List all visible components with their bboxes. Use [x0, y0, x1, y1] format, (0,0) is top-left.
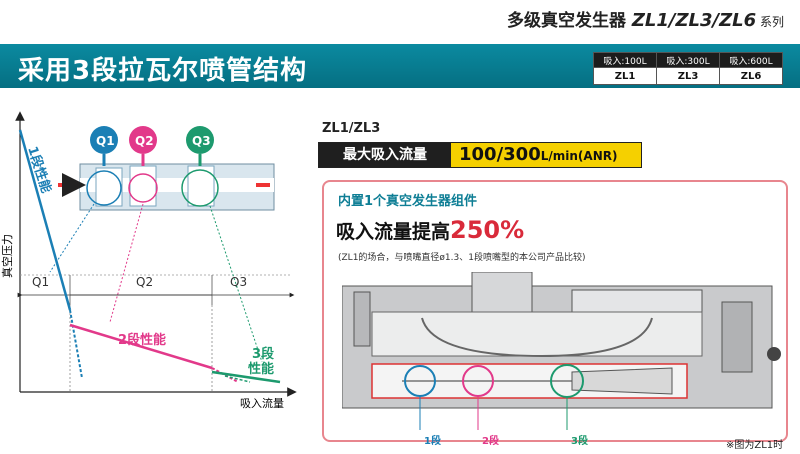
svg-text:Q2: Q2: [135, 134, 154, 148]
stage-label-3: 3段: [571, 434, 588, 447]
footnote: ※图为ZL1时: [726, 440, 784, 451]
q3-label: Q3: [230, 275, 247, 289]
model-name: ZL6: [719, 67, 783, 85]
headline-prefix: 吸入流量提高: [336, 221, 451, 243]
stage3-label: 3段: [252, 346, 274, 362]
max-flow-unit: L/min(ANR): [540, 149, 618, 163]
model-table: 吸入:100L 吸入:300L 吸入:600L ZL1 ZL3 ZL6: [593, 52, 783, 85]
max-flow-label: 最大吸入流量: [319, 143, 451, 167]
y-axis-label: 真空压力: [0, 234, 14, 278]
x-axis-label: 吸入流量: [240, 396, 284, 410]
stage-label-1: 1段: [424, 434, 441, 447]
model-name: ZL3: [656, 67, 720, 85]
series-title: 多级真空发生器 ZL1/ZL3/ZL6 系列: [506, 10, 784, 31]
model-caption: 吸入:300L: [656, 52, 720, 68]
svg-text:Q3: Q3: [192, 134, 211, 148]
q1-label: Q1: [32, 275, 49, 289]
stage1-label: 1段性能: [24, 144, 54, 195]
model-label: ZL1/ZL3: [322, 121, 381, 136]
banner-title: 采用3段拉瓦尔喷管结构: [18, 56, 308, 86]
stage2-curve: [69, 323, 213, 370]
stage1-curve: [18, 129, 72, 311]
max-flow-box: 最大吸入流量 100/300L/min(ANR): [318, 142, 642, 168]
stage3-curve: [211, 370, 281, 384]
feature-box: 内置1个真空发生器组件 吸入流量提高250% (ZL1的场合，与喷嘴直径ø1.3…: [322, 180, 788, 442]
q2-label: Q2: [136, 275, 153, 289]
feature-box-title: 内置1个真空发生器组件: [338, 194, 478, 209]
headline-value: 250%: [450, 216, 525, 244]
comparison-note: (ZL1的场合，与喷嘴直径ø1.3、1段喷嘴型的本公司产品比较): [338, 253, 586, 263]
model-caption: 吸入:100L: [593, 52, 657, 68]
model-caption: 吸入:600L: [719, 52, 783, 68]
model-name: ZL1: [593, 67, 657, 85]
stage2-label: 2段性能: [118, 332, 166, 348]
stage3-label-2: 性能: [248, 361, 274, 377]
stage-label-2: 2段: [482, 434, 499, 447]
max-flow-value: 100/300: [459, 144, 541, 165]
performance-graph: 真空压力 吸入流量 Q1 Q2 Q3 1段性能 2段性能 3段 性能 Q1 Q2…: [0, 111, 297, 410]
svg-text:Q1: Q1: [96, 134, 115, 148]
cross-section-drawing: 1段 2段 3段: [342, 272, 781, 447]
